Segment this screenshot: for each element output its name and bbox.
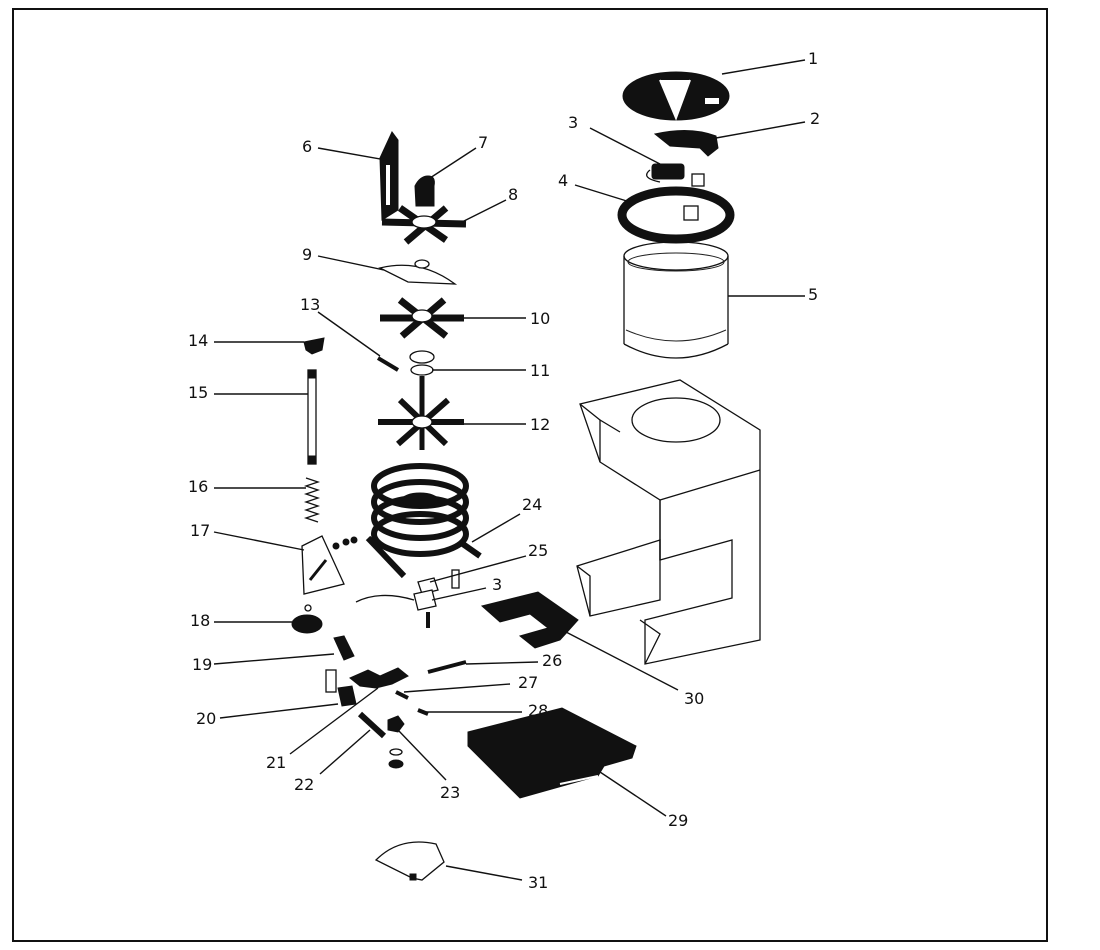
round-foot — [291, 604, 323, 634]
leader-lines — [213, 59, 806, 881]
part-label-2: 2 — [810, 109, 820, 128]
star-agitator-bottom — [378, 376, 464, 450]
part-label-29: 29 — [668, 811, 688, 830]
part-label-24: 24 — [522, 495, 542, 514]
part-label-18: 18 — [190, 611, 210, 630]
part-label-19: 19 — [192, 655, 212, 674]
part-label-17: 17 — [190, 521, 210, 540]
part-label-22: 22 — [294, 775, 314, 794]
wedge-block — [301, 535, 358, 595]
part-label-6: 6 — [302, 137, 312, 156]
part-label-14: 14 — [188, 331, 208, 350]
hex-nut-stack — [387, 715, 405, 769]
part-label-21: 21 — [266, 753, 286, 772]
blade-strip — [379, 131, 399, 221]
part-label-9: 9 — [302, 245, 312, 264]
small-pin-1 — [395, 690, 409, 700]
part-label-31: 31 — [528, 873, 548, 892]
base-housing — [576, 379, 761, 665]
nut — [414, 175, 435, 207]
linkage — [349, 667, 409, 689]
part-label-28: 28 — [528, 701, 548, 720]
drip-tray — [467, 707, 637, 799]
knob — [303, 337, 325, 355]
part-label-23: 23 — [440, 783, 460, 802]
switch-top — [646, 163, 705, 187]
base-plate — [480, 591, 579, 649]
top-ring — [617, 186, 735, 244]
coil-spring — [365, 463, 482, 579]
pin — [376, 356, 400, 372]
part-label-26: 26 — [542, 651, 562, 670]
link-arm — [357, 711, 387, 739]
lever — [333, 635, 355, 661]
star-agitator-middle — [380, 297, 464, 339]
part-label-1: 1 — [808, 49, 818, 68]
semicircle-plate — [378, 264, 458, 285]
part-label-25: 25 — [528, 541, 548, 560]
part-label-8: 8 — [508, 185, 518, 204]
clear-bowl — [623, 241, 729, 359]
part-label-11: 11 — [530, 361, 550, 380]
part-label-3: 3 — [568, 113, 578, 132]
shaft — [307, 369, 317, 465]
part-labels: 1 2 3 3 4 5 6 7 8 9 10 11 12 13 14 15 16… — [188, 49, 820, 892]
part-label-20: 20 — [196, 709, 216, 728]
part-label-4: 4 — [558, 171, 568, 190]
lid-disc — [622, 71, 730, 121]
washers — [409, 350, 435, 376]
part-label-3-lower: 3 — [492, 575, 502, 594]
spring-bar — [427, 660, 467, 674]
star-agitator-top — [381, 205, 467, 245]
bracket — [417, 569, 460, 595]
latch — [325, 669, 357, 707]
compression-spring — [303, 477, 321, 523]
part-label-15: 15 — [188, 383, 208, 402]
part-label-12: 12 — [530, 415, 550, 434]
chute-cover — [653, 130, 719, 157]
part-label-5: 5 — [808, 285, 818, 304]
part-label-30: 30 — [684, 689, 704, 708]
part-label-27: 27 — [518, 673, 538, 692]
bottom-plate — [374, 841, 445, 881]
part-label-7: 7 — [478, 133, 488, 152]
part-label-10: 10 — [530, 309, 550, 328]
small-pin-2 — [417, 708, 429, 716]
switch-lower — [355, 589, 437, 628]
part-label-16: 16 — [188, 477, 208, 496]
part-label-13: 13 — [300, 295, 320, 314]
